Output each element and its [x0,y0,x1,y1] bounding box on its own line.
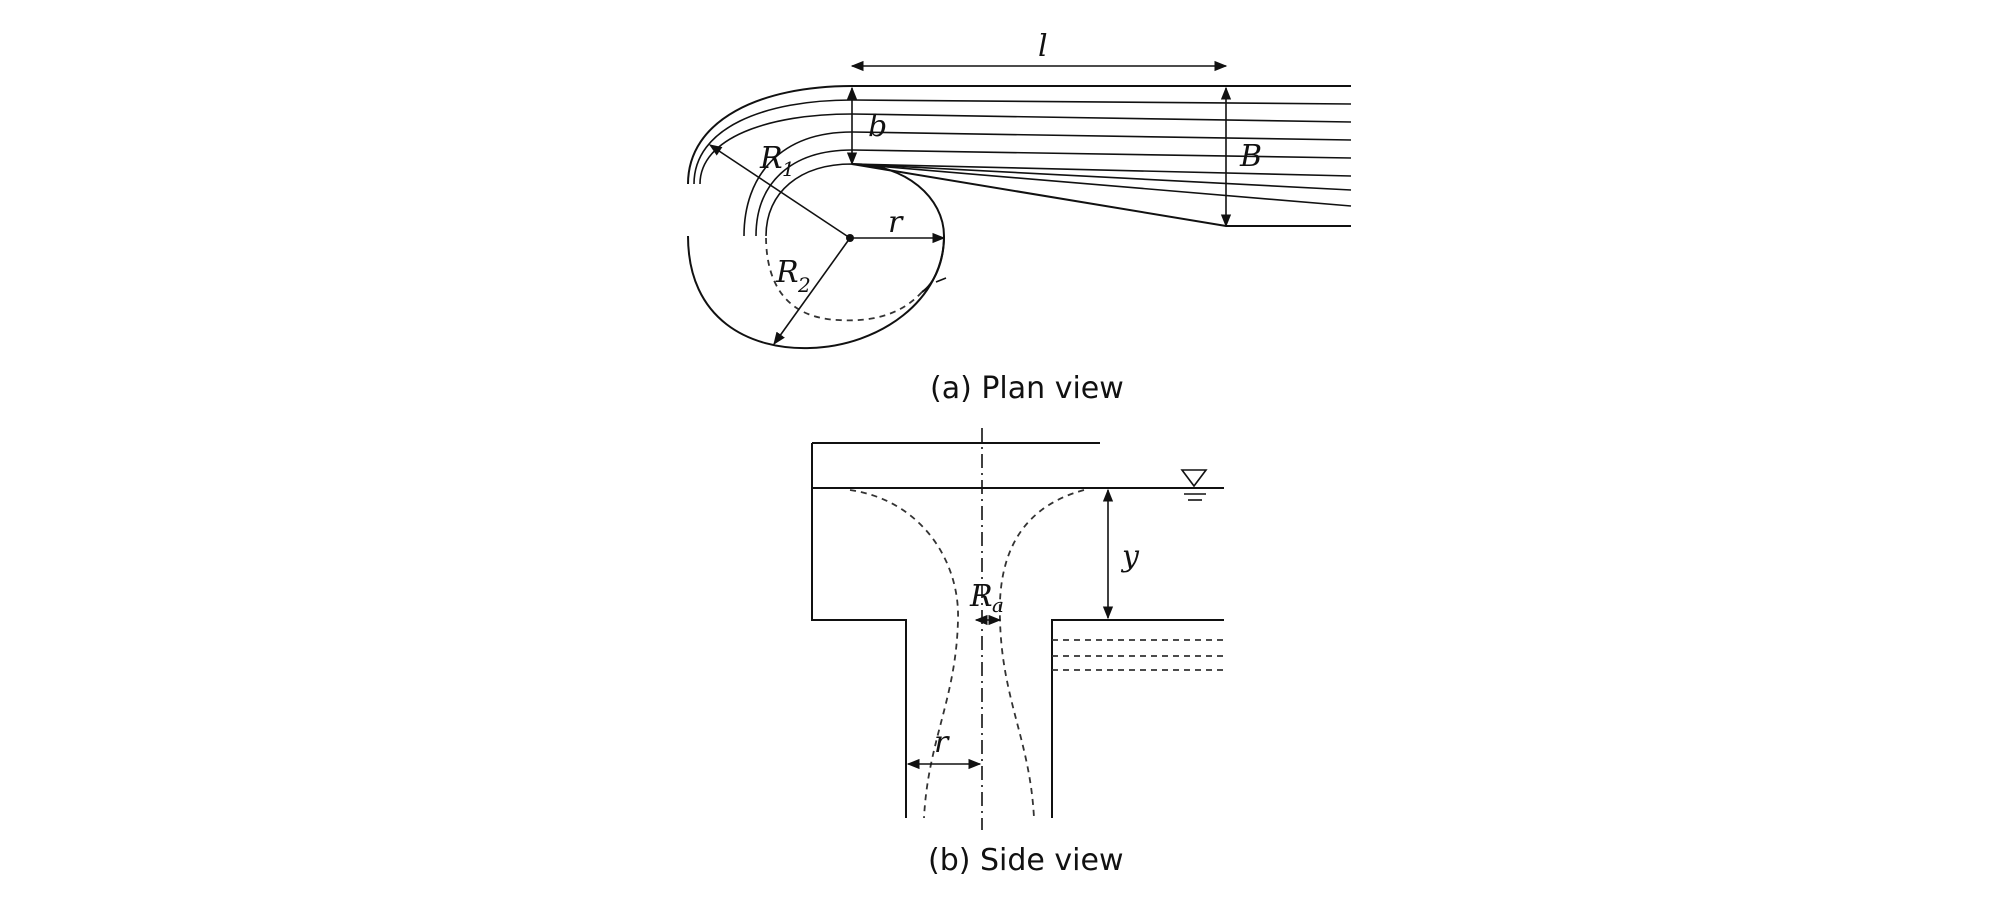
stream-line-7 [851,163,1352,207]
air-core-left [849,489,959,819]
plan-view: l b B R 1 r R 2 (a) Plan view [687,29,1352,406]
caption-plan-view: (a) Plan view [930,371,1124,406]
inner-circle-hidden [765,235,923,322]
label-r-side: r [934,725,950,760]
label-Ra-sub: a [992,593,1004,617]
air-core-right [998,489,1085,819]
R1-radius [708,144,851,239]
label-r-plan: r [888,205,904,240]
caption-side-view: (b) Side view [928,843,1123,878]
channel-top-wall [687,85,1351,185]
stream-line-3 [743,131,1352,237]
outlet-tick [935,277,947,283]
label-Ra: R [969,579,993,614]
water-level-symbol [1180,469,1208,488]
label-B: B [1239,139,1262,174]
spiral-chamber-wall [687,235,945,350]
label-R1-sub: 1 [782,157,795,181]
label-l: l [1038,29,1048,64]
left-chamber-wall [811,443,907,818]
right-chamber-wall [1051,619,1224,818]
stream-line-2 [699,113,1352,185]
label-b: b [868,109,887,144]
label-R2-sub: 2 [797,273,811,297]
label-y: y [1120,539,1140,574]
side-view: y R a r (b) Side view [811,428,1224,878]
R2-radius [773,237,851,346]
stream-line-6 [851,163,1352,191]
stream-line-1 [693,99,1352,185]
stream-line-5 [765,163,1352,237]
label-R2: R [775,255,799,290]
inner-circle [851,163,946,293]
label-R1: R [759,141,783,176]
stream-line-4 [755,149,1352,237]
